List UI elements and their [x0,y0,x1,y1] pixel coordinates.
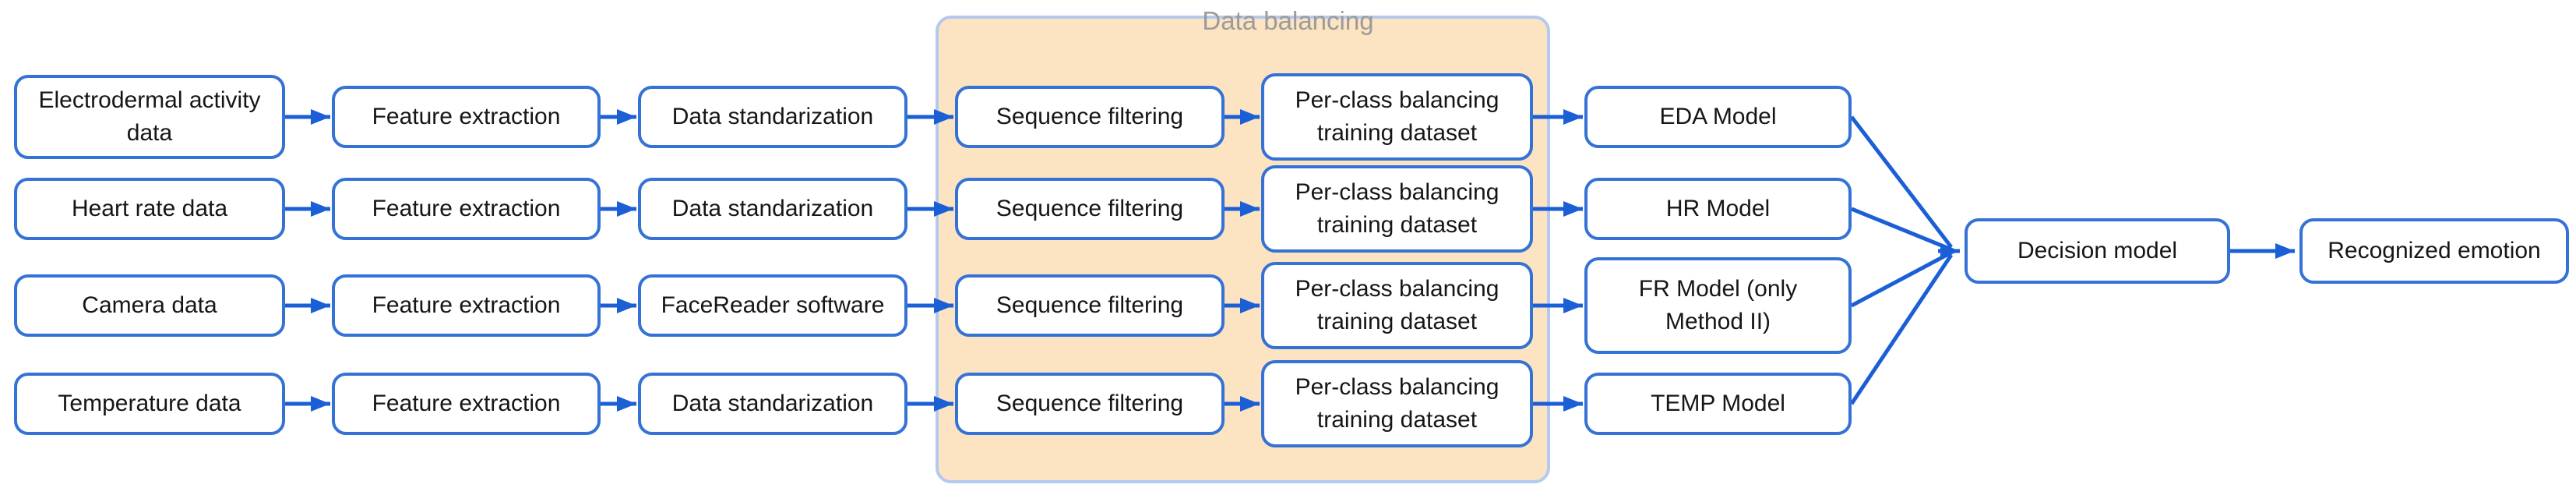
node-decision-model: Decision model [1965,218,2230,284]
data-balancing-group-label: Data balancing [1202,6,1374,35]
node-per-class-balancing-row1: Per-class balancing training dataset [1261,73,1533,161]
node-sequence-filtering-row1: Sequence filtering [955,86,1225,148]
node-camera-data: Camera data [14,274,285,337]
node-per-class-balancing-row3: Per-class balancing training dataset [1261,262,1533,349]
row-arrows [285,109,1583,412]
node-recognized-emotion: Recognized emotion [2299,218,2569,284]
node-sequence-filtering-row3: Sequence filtering [955,274,1225,337]
model-to-decision-arrows [1849,115,1960,405]
node-sequence-filtering-row4: Sequence filtering [955,373,1225,435]
node-hr-model: HR Model [1584,178,1852,240]
node-feature-extraction-row1: Feature extraction [332,86,601,148]
node-per-class-balancing-row2: Per-class balancing training dataset [1261,165,1533,253]
node-temp-model: TEMP Model [1584,373,1852,435]
node-sequence-filtering-row2: Sequence filtering [955,178,1225,240]
node-data-standarization-row1: Data standarization [638,86,907,148]
node-temperature-data: Temperature data [14,373,285,435]
node-fr-model: FR Model (only Method II) [1584,257,1852,354]
node-per-class-balancing-row4: Per-class balancing training dataset [1261,360,1533,447]
node-heart-rate-data: Heart rate data [14,178,285,240]
node-data-standarization-row2: Data standarization [638,178,907,240]
node-feature-extraction-row4: Feature extraction [332,373,601,435]
node-facereader-software: FaceReader software [638,274,907,337]
node-eda-model: EDA Model [1584,86,1852,148]
node-feature-extraction-row2: Feature extraction [332,178,601,240]
node-data-standarization-row4: Data standarization [638,373,907,435]
node-feature-extraction-row3: Feature extraction [332,274,601,337]
node-electrodermal-activity-data: Electrodermal activity data [14,75,285,159]
